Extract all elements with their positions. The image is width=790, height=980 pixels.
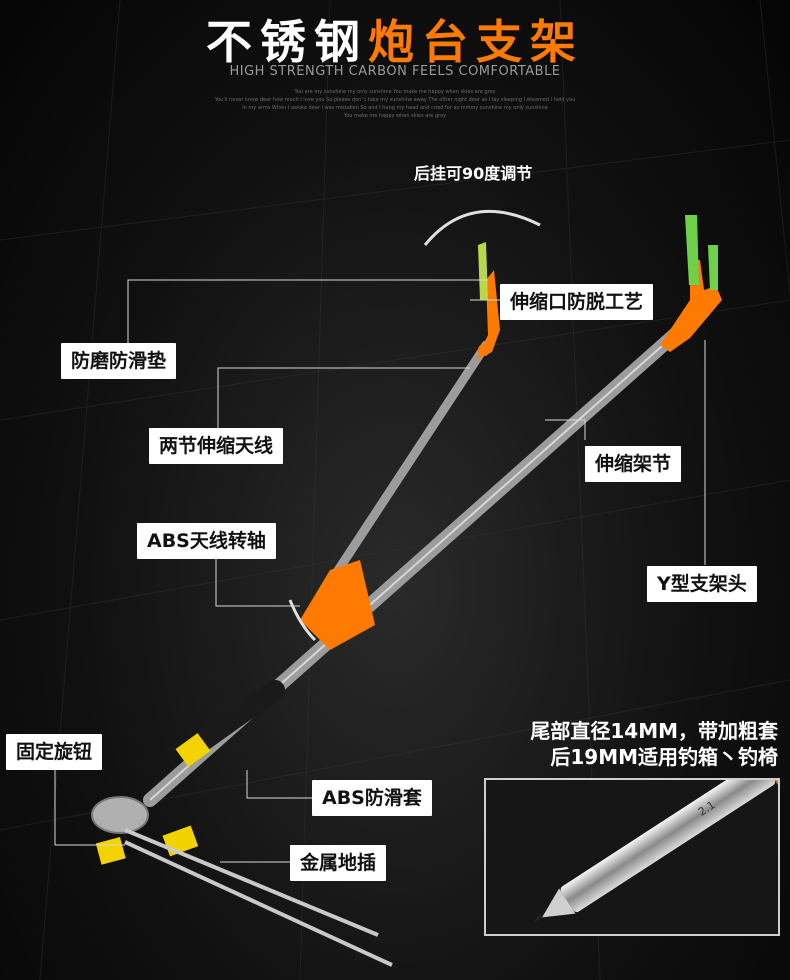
- rear-hook-callout: 后挂可90度调节: [414, 164, 533, 183]
- fine-print-line: You make me happy when skies are grey: [343, 113, 447, 119]
- telescopic-section-label: 伸缩架节: [585, 446, 682, 482]
- fine-print-line: You'll never know dear how much I love y…: [214, 97, 576, 103]
- spec-line-2: 后19MM适用钓箱丶钓椅: [550, 745, 778, 769]
- y-head-label: Y型支架头: [647, 566, 757, 602]
- abs-pivot-label: ABS天线转轴: [137, 523, 276, 559]
- spec-line-1: 尾部直径14MM，带加粗套: [530, 719, 778, 743]
- tail-tube-image: [533, 780, 778, 923]
- fine-print-line: You are my sunshine my only sunshine You…: [294, 89, 496, 95]
- antenna-label: 两节伸缩天线: [149, 428, 284, 464]
- subtitle: HIGH STRENGTH CARBON FEELS COMFORTABLE: [229, 64, 561, 79]
- anti-slip-process-label: 伸缩口防脱工艺: [500, 284, 654, 320]
- spec-text: 尾部直径14MM，带加粗套 后19MM适用钓箱丶钓椅: [530, 718, 778, 770]
- tail-detail-inset: 2.1: [484, 778, 780, 936]
- abs-grip-label: ABS防滑套: [312, 780, 432, 816]
- anti-wear-pad-label: 防磨防滑垫: [61, 343, 177, 379]
- title-white: 不锈钢: [206, 15, 368, 69]
- title-orange: 炮台支架: [368, 15, 584, 69]
- page-title: 不锈钢炮台支架: [0, 6, 790, 72]
- fixing-knob-label: 固定旋钮: [6, 734, 103, 770]
- fine-print-line: In my arms When I awoke dear I was mista…: [242, 105, 548, 111]
- metal-stake-label: 金属地插: [290, 845, 387, 881]
